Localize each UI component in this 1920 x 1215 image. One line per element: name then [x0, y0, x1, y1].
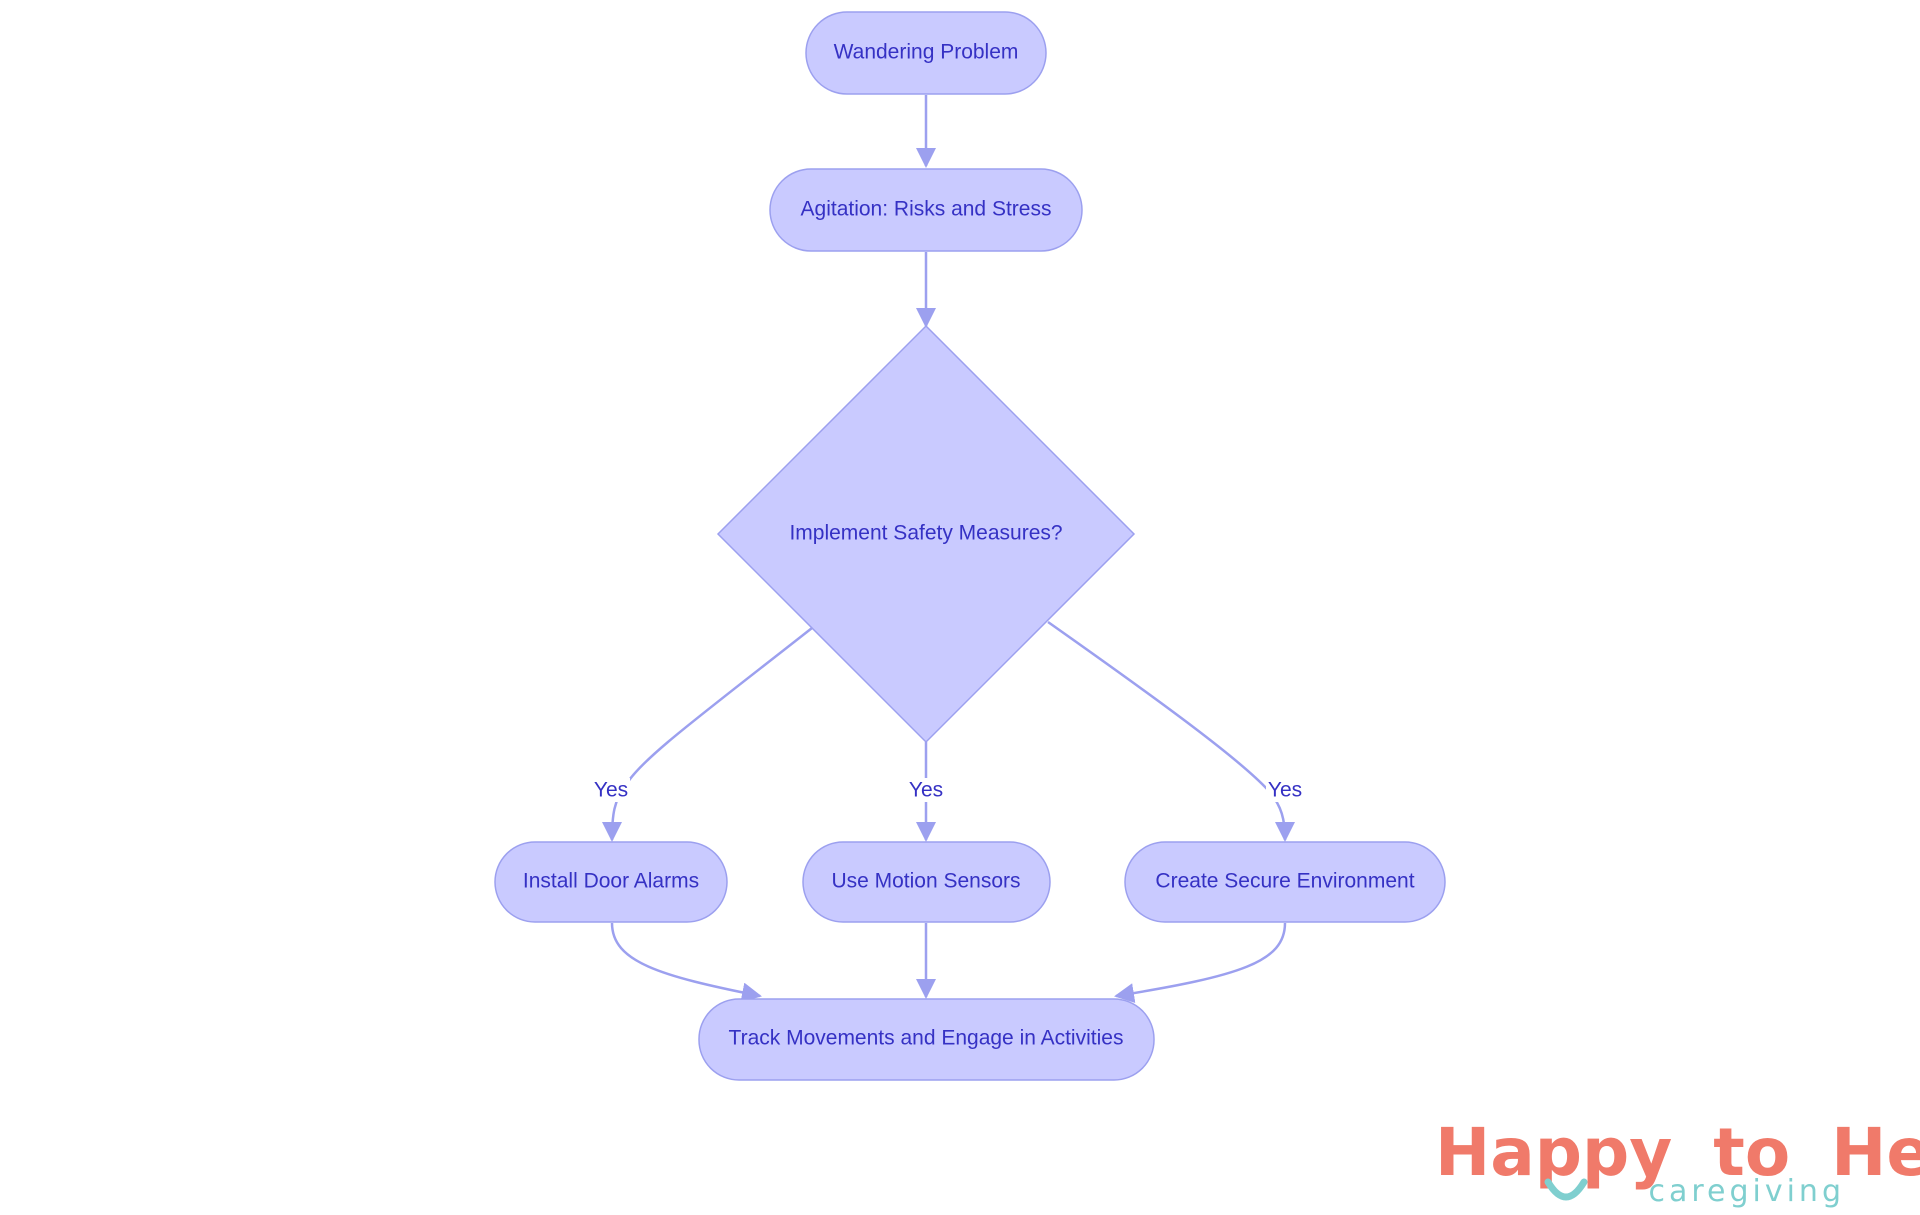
node-motion-sensors: Use Motion Sensors [802, 841, 1051, 923]
logo-to: to [1713, 1114, 1790, 1191]
node-door-alarms-label: Install Door Alarms [523, 870, 699, 893]
edge-decision-to-door-alarms [602, 627, 813, 842]
edge-door-alarms-to-track [610, 922, 762, 1003]
logo-help: Help [1831, 1114, 1920, 1191]
edge-label-motion-sensors: Yes [909, 779, 943, 802]
node-secure-environment-label: Create Secure Environment [1155, 870, 1414, 893]
edge-labels: Yes Yes Yes [592, 778, 1304, 802]
node-door-alarms: Install Door Alarms [494, 841, 728, 923]
node-track-movements-label: Track Movements and Engage in Activities [729, 1027, 1124, 1050]
node-motion-sensors-label: Use Motion Sensors [831, 870, 1020, 893]
happy-to-help-logo: Happy to Help caregiving [1435, 1114, 1920, 1209]
node-wandering-problem-label: Wandering Problem [834, 41, 1019, 64]
node-agitation: Agitation: Risks and Stress [769, 168, 1083, 252]
node-decision: Implement Safety Measures? [716, 324, 1136, 744]
edge-label-secure-env: Yes [1268, 779, 1302, 802]
edge-label-door-alarms: Yes [594, 779, 628, 802]
node-decision-label: Implement Safety Measures? [789, 522, 1062, 545]
node-secure-environment: Create Secure Environment [1124, 841, 1446, 923]
node-agitation-label: Agitation: Risks and Stress [801, 198, 1052, 221]
smile-icon [1544, 1178, 1588, 1201]
node-track-movements: Track Movements and Engage in Activities [698, 998, 1155, 1081]
edges [602, 95, 1295, 1004]
svg-text:Happy to Help: Happy to Help [1435, 1114, 1920, 1191]
logo-happy: Happy [1435, 1114, 1672, 1191]
edge-decision-to-secure-env [1047, 620, 1295, 842]
node-wandering-problem: Wandering Problem [805, 11, 1047, 95]
logo-caregiving: caregiving [1648, 1174, 1845, 1209]
edge-secure-env-to-track [1114, 922, 1287, 1004]
